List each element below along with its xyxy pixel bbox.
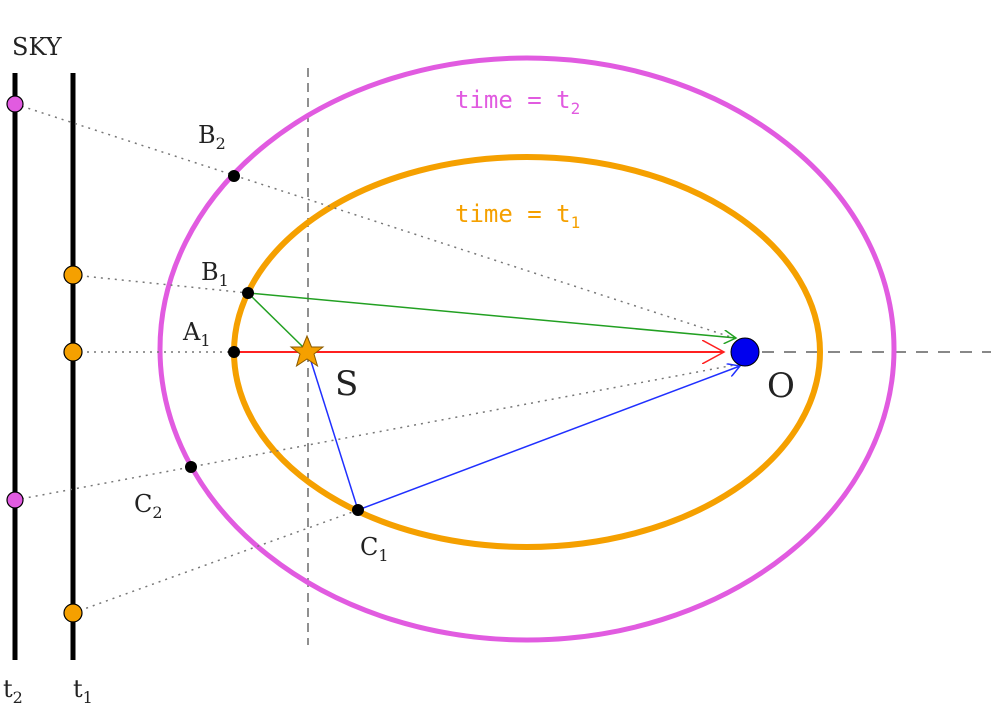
point-b1	[242, 287, 254, 299]
point-b2	[228, 170, 240, 182]
sky-point-c2	[6, 491, 24, 509]
label-time-t2: time = t2	[455, 86, 580, 118]
vector-s-to-c1	[309, 357, 359, 511]
point-c2	[185, 461, 197, 473]
star-icon	[289, 334, 325, 368]
label-b1: B1	[201, 258, 229, 290]
sky-point-b2	[6, 95, 24, 113]
observer-o	[730, 337, 760, 367]
projection-line-c1	[72, 509, 359, 614]
vector-c1-to-o	[357, 366, 740, 511]
projection-line-c2	[14, 363, 741, 501]
point-a1	[228, 346, 240, 358]
sky-point-c1	[63, 603, 83, 623]
projection-line-b1	[72, 274, 249, 294]
label-c2: C2	[134, 490, 163, 522]
sky-point-b1	[63, 265, 83, 285]
label-a1: A1	[182, 318, 211, 350]
label-o: O	[767, 366, 795, 406]
vector-b1-to-o	[247, 292, 736, 338]
label-time-t1: time = t1	[455, 200, 580, 232]
label-sky-t1: t1	[73, 675, 93, 707]
sky-point-a1	[63, 342, 83, 362]
label-b2: B2	[198, 121, 226, 153]
outer-orbit-t2	[157, 55, 897, 643]
label-s: S	[335, 364, 358, 404]
point-c1	[352, 504, 364, 516]
label-sky-t2: t2	[3, 675, 23, 707]
label-c1: C1	[360, 533, 389, 565]
vector-b1-to-s	[247, 292, 304, 348]
sky-title: SKY	[12, 33, 63, 61]
projection-line-b2	[14, 103, 741, 341]
